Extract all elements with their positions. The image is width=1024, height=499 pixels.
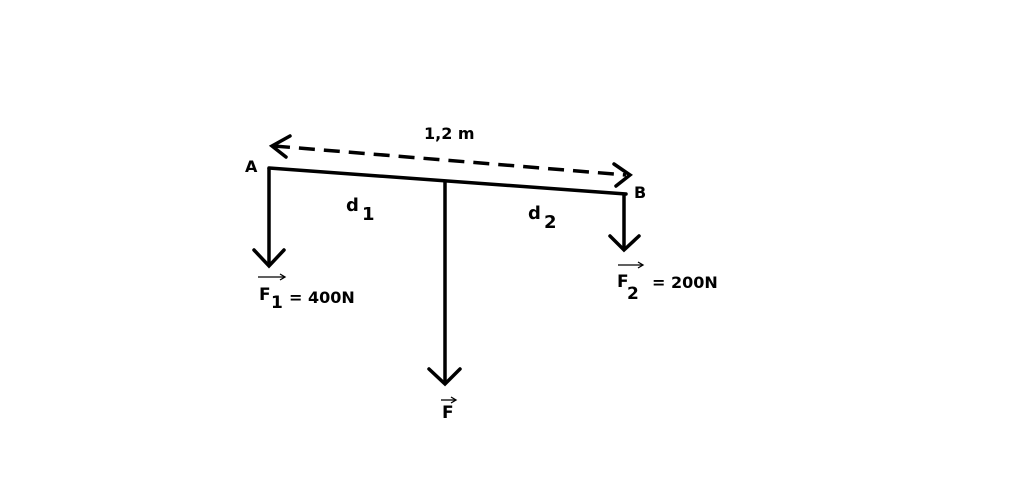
dimension-arrowhead-left bbox=[268, 134, 292, 159]
length-label: 1,2 m bbox=[424, 124, 475, 143]
beam bbox=[267, 166, 628, 196]
f1-vector-arrowhead bbox=[279, 273, 287, 281]
f1-value: = 400N bbox=[289, 288, 355, 307]
point-b-label: B bbox=[634, 183, 646, 202]
f2-subscript: 2 bbox=[627, 284, 639, 304]
f2-vector-arrowhead bbox=[637, 261, 645, 269]
length-dimension-line bbox=[273, 144, 627, 177]
force-f-arrowhead bbox=[427, 367, 462, 387]
f2-label: F bbox=[617, 272, 629, 292]
f2-value: = 200N bbox=[652, 273, 718, 292]
f-label: F bbox=[442, 403, 454, 423]
d1-subscript: 1 bbox=[362, 204, 375, 225]
dimension-arrowhead-right bbox=[612, 162, 633, 188]
d2-label: d bbox=[528, 203, 541, 224]
f1-subscript: 1 bbox=[271, 293, 283, 313]
d1-label: d bbox=[346, 195, 359, 216]
d2-subscript: 2 bbox=[544, 212, 557, 233]
f1-label: F bbox=[259, 285, 271, 305]
f-vector-arrowhead bbox=[450, 396, 458, 404]
force-f2-arrowhead bbox=[608, 234, 641, 253]
point-a-label: A bbox=[245, 157, 258, 176]
force-f1-arrowhead bbox=[252, 248, 286, 269]
